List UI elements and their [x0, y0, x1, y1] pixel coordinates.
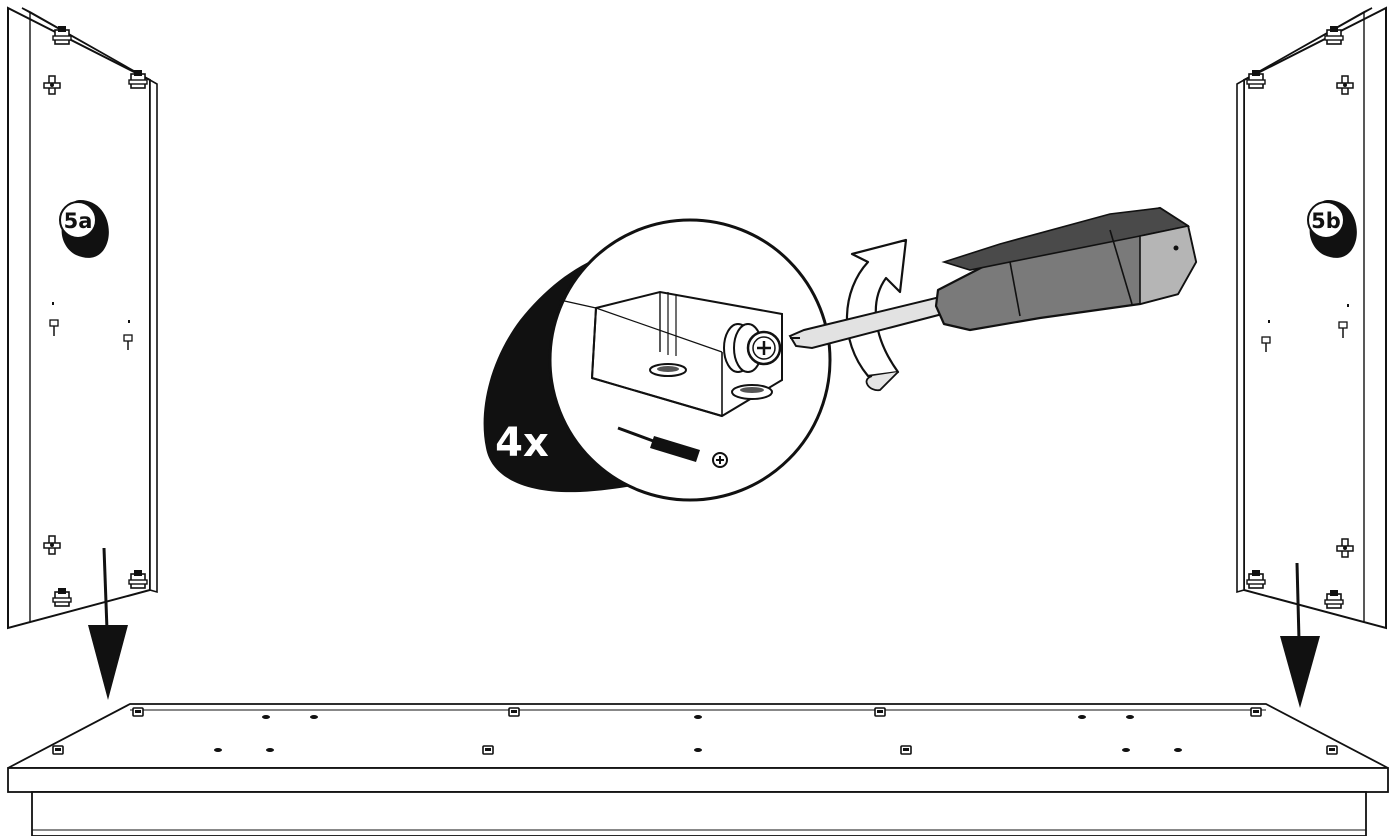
cam-lock-icon — [133, 708, 143, 716]
cam-lock-icon — [1327, 746, 1337, 754]
step-label: 5b — [1311, 209, 1341, 233]
cam-lock-icon — [509, 708, 519, 716]
detail-callout: 4x — [484, 220, 830, 500]
cam-lock-icon — [875, 708, 885, 716]
large-screwdriver-icon — [790, 208, 1196, 348]
cam-lock-icon — [483, 746, 493, 754]
cam-lock-icon — [1251, 708, 1261, 716]
quantity-label: 4x — [495, 420, 549, 466]
cam-lock-icon — [53, 746, 63, 754]
step-label: 5a — [64, 209, 93, 233]
right-side-panel: 5b — [1237, 8, 1386, 628]
top-connector-icon — [53, 26, 71, 44]
base-panel — [8, 704, 1388, 836]
left-side-panel: 5a — [8, 8, 157, 628]
top-connector-icon — [1325, 26, 1343, 44]
cam-lock-icon — [901, 746, 911, 754]
